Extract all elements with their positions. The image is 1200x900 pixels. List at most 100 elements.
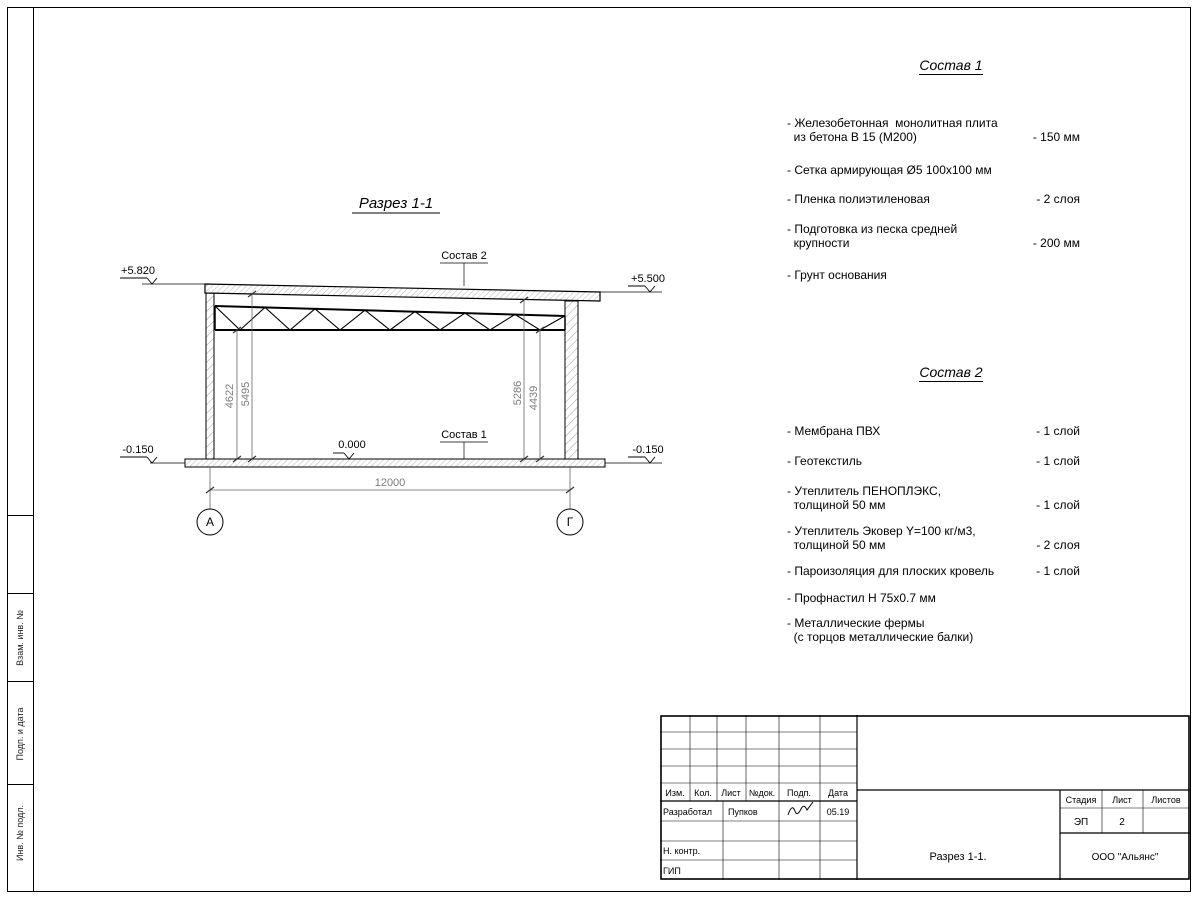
list-item: - Профнастил Н 75х0.7 мм	[787, 591, 1080, 605]
tb-gip-label: ГИП	[663, 866, 681, 876]
elevation-top-left: +5.820	[121, 265, 155, 277]
tb-razrabotal-name: Пупков	[728, 807, 758, 817]
list-item: - Грунт основания	[787, 268, 1080, 282]
title-block-border	[660, 715, 1190, 880]
tb-razrabotal-label: Разработал	[663, 807, 712, 817]
layer-value: - 150 мм	[1032, 130, 1080, 144]
frame-divider	[7, 593, 34, 594]
tb-header-ndok: №док.	[749, 788, 775, 798]
tb-header-podp: Подп.	[787, 788, 811, 798]
tb-nkontr-label: Н. контр.	[663, 846, 700, 856]
layer-text: - Геотекстиль	[787, 454, 862, 468]
layer-value: - 1 слой	[1036, 454, 1080, 468]
elevation-mark-top-left	[120, 277, 205, 285]
tb-list-label: Лист	[1112, 795, 1132, 805]
frame-label-vzam-inv: Взам. инв. №	[15, 610, 25, 666]
list-item: - Подготовка из песка средней крупности …	[787, 222, 1080, 250]
tb-razrabotal-date: 05.19	[827, 807, 850, 817]
elevation-mark-zero	[333, 452, 355, 460]
dimension-lines-vertical	[236, 294, 541, 459]
right-wall	[564, 300, 579, 460]
layer-value: - 1 слой	[1036, 424, 1080, 438]
tb-header-data: Дата	[828, 788, 848, 798]
sostav1-title: Состав 1	[787, 57, 1080, 75]
layer-value: - 2 слоя	[1036, 192, 1080, 206]
elevation-mark-bottom-left	[120, 456, 158, 464]
list-item: - Геотекстиль - 1 слой	[787, 454, 1080, 468]
tb-header-kol: Кол.	[694, 788, 712, 798]
drawing-title: Разрез 1-1	[359, 195, 433, 212]
layer-text: - Грунт основания	[787, 268, 887, 282]
list-item: - Металлические фермы (с торцов металлич…	[787, 616, 1080, 644]
frame-divider	[7, 681, 34, 682]
tb-company: ООО "Альянс"	[1092, 852, 1159, 863]
list-item: - Утеплитель Эковер Y=100 кг/м3, толщино…	[787, 524, 1080, 552]
sostav2-title: Состав 2	[787, 364, 1080, 382]
layer-value: - 2 слоя	[1036, 538, 1080, 552]
axis-letter-g: Г	[567, 515, 574, 529]
layer-value: - 200 мм	[1032, 236, 1080, 250]
elevation-top-right: +5.500	[631, 273, 665, 285]
dimension-ticks	[232, 290, 545, 463]
frame-inner-line	[33, 7, 34, 892]
sostav2-title-text: Состав 2	[919, 364, 983, 382]
tb-header-list: Лист	[721, 788, 741, 798]
dimension-span	[209, 467, 571, 509]
title-block-main-lines	[660, 715, 1190, 880]
frame-divider	[7, 784, 34, 785]
dim-span: 12000	[375, 477, 406, 489]
left-wall	[205, 292, 215, 460]
tb-doc-title: Разрез 1-1.	[929, 851, 986, 863]
tb-stadia-label: Стадия	[1066, 795, 1097, 805]
layer-value: - 1 слой	[1036, 564, 1080, 578]
callout-sostav2: Состав 2	[441, 250, 487, 262]
tb-stadia-value: ЭП	[1074, 817, 1088, 828]
layer-text: - Утеплитель Эковер Y=100 кг/м3, толщино…	[787, 524, 976, 552]
signature-mark	[787, 801, 814, 816]
frame-divider	[7, 515, 34, 516]
layer-text: - Мембрана ПВХ	[787, 424, 881, 438]
list-item: - Мембрана ПВХ - 1 слой	[787, 424, 1080, 438]
layer-text: - Сетка армирующая Ø5 100х100 мм	[787, 163, 992, 177]
list-item: - Сетка армирующая Ø5 100х100 мм	[787, 163, 1080, 177]
axis-letter-a: А	[206, 515, 214, 529]
dim-right-inner: 5286	[512, 381, 524, 405]
layer-text: - Подготовка из песка средней крупности	[787, 222, 958, 250]
tb-list-value: 2	[1119, 817, 1125, 828]
tb-header-izm: Изм.	[665, 788, 684, 798]
layer-text: - Профнастил Н 75х0.7 мм	[787, 591, 936, 605]
sostav1-title-text: Состав 1	[919, 57, 983, 75]
elevation-bottom-right: -0.150	[632, 444, 663, 456]
layer-text: - Пароизоляция для плоских кровель	[787, 564, 995, 578]
layer-value: - 1 слой	[1036, 498, 1080, 512]
elevation-bottom-left: -0.150	[122, 444, 153, 456]
axis-bubble-a	[196, 508, 224, 536]
callout-sostav1: Состав 1	[441, 429, 487, 441]
layer-text: - Утеплитель ПЕНОПЛЭКС, толщиной 50 мм	[787, 484, 942, 512]
composition-lists: Состав 1 - Железобетонная монолитная пли…	[787, 0, 1080, 700]
frame-label-podp-data: Подп. и дата	[15, 707, 25, 761]
list-item: - Пленка полиэтиленовая - 2 слоя	[787, 192, 1080, 206]
layer-text: - Пленка полиэтиленовая	[787, 192, 930, 206]
title-block: Изм. Кол. Лист №док. Подп. Дата Разработ…	[660, 715, 1190, 880]
elevation-mark-bottom-right	[628, 456, 656, 464]
sheet-border	[7, 7, 1191, 892]
layer-text: - Железобетонная монолитная плита из бет…	[787, 116, 998, 144]
dim-right-outer: 4439	[528, 386, 540, 410]
section-drawing: Разрез 1-1 +5.820 +5.500 0.000	[120, 195, 665, 536]
elevation-mark-top-right	[600, 285, 662, 293]
tb-listov-label: Листов	[1151, 795, 1180, 805]
elevation-zero: 0.000	[338, 439, 366, 451]
list-item: - Утеплитель ПЕНОПЛЭКС, толщиной 50 мм -…	[787, 484, 1080, 512]
list-item: - Железобетонная монолитная плита из бет…	[787, 116, 1080, 144]
axis-bubble-g	[556, 508, 584, 536]
floor-slab	[184, 458, 606, 468]
list-item: - Пароизоляция для плоских кровель - 1 с…	[787, 564, 1080, 578]
roof-truss	[214, 305, 566, 331]
layer-text: - Металлические фермы (с торцов металлич…	[787, 616, 974, 644]
roof-slab	[204, 283, 601, 302]
title-block-thin-lines	[660, 715, 1190, 880]
dim-left-outer: 4622	[224, 384, 236, 408]
dim-left-inner: 5495	[240, 382, 252, 406]
